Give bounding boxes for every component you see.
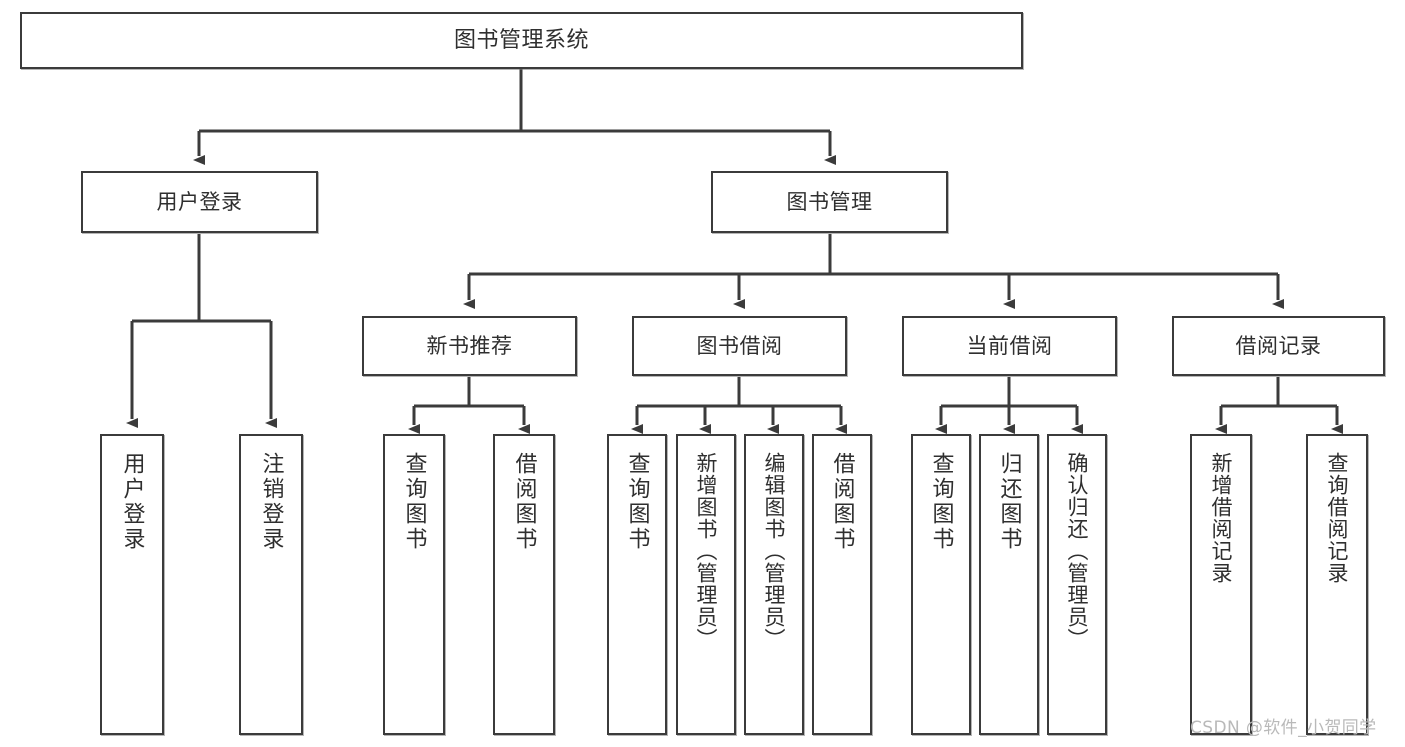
node-current-borrow[interactable]: 当前借阅	[902, 316, 1117, 376]
node-user-login[interactable]: 用户登录	[81, 171, 318, 233]
leaf-return-book[interactable]: 归还图书	[979, 434, 1039, 735]
node-label: 查询图书	[401, 452, 427, 552]
leaf-query-book-current[interactable]: 查询图书	[911, 434, 971, 735]
leaf-query-book-recommend[interactable]: 查询图书	[383, 434, 445, 735]
node-borrow-record[interactable]: 借阅记录	[1172, 316, 1385, 376]
node-label: 图书管理	[786, 189, 873, 214]
node-book-management[interactable]: 图书管理	[711, 171, 948, 233]
leaf-add-book-admin[interactable]: 新增图书（管理员）	[676, 434, 736, 735]
node-label: 用户登录	[119, 452, 145, 552]
leaf-borrow-book[interactable]: 借阅图书	[812, 434, 872, 735]
leaf-user-login[interactable]: 用户登录	[100, 434, 164, 735]
node-label: 当前借阅	[966, 333, 1053, 358]
node-label: 新增图书（管理员）	[694, 452, 719, 650]
node-root-book-management-system[interactable]: 图书管理系统	[20, 12, 1023, 69]
leaf-edit-book-admin[interactable]: 编辑图书（管理员）	[744, 434, 804, 735]
node-label: 借阅图书	[829, 452, 855, 552]
node-label: 图书借阅	[696, 333, 783, 358]
leaf-confirm-return-admin[interactable]: 确认归还（管理员）	[1047, 434, 1107, 735]
node-label: 查询借阅记录	[1325, 452, 1350, 584]
node-book-borrow[interactable]: 图书借阅	[632, 316, 847, 376]
leaf-logout[interactable]: 注销登录	[239, 434, 303, 735]
node-label: 用户登录	[156, 189, 243, 214]
leaf-borrow-book-recommend[interactable]: 借阅图书	[493, 434, 555, 735]
node-label: 图书管理系统	[453, 27, 589, 53]
leaf-add-borrow-record[interactable]: 新增借阅记录	[1190, 434, 1252, 735]
node-label: 新增借阅记录	[1209, 452, 1234, 584]
leaf-query-book-borrow[interactable]: 查询图书	[607, 434, 667, 735]
node-label: 注销登录	[258, 452, 284, 552]
node-label: 查询图书	[928, 452, 954, 552]
node-label: 借阅图书	[511, 452, 537, 552]
node-label: 编辑图书（管理员）	[762, 452, 787, 650]
node-label: 新书推荐	[426, 333, 513, 358]
node-label: 归还图书	[996, 452, 1022, 552]
node-label: 借阅记录	[1235, 333, 1322, 358]
watermark-text: CSDN @软件_小贺同学	[1190, 718, 1377, 738]
node-new-book-recommend[interactable]: 新书推荐	[362, 316, 577, 376]
node-label: 确认归还（管理员）	[1065, 452, 1090, 650]
node-label: 查询图书	[624, 452, 650, 552]
leaf-query-borrow-record[interactable]: 查询借阅记录	[1306, 434, 1368, 735]
